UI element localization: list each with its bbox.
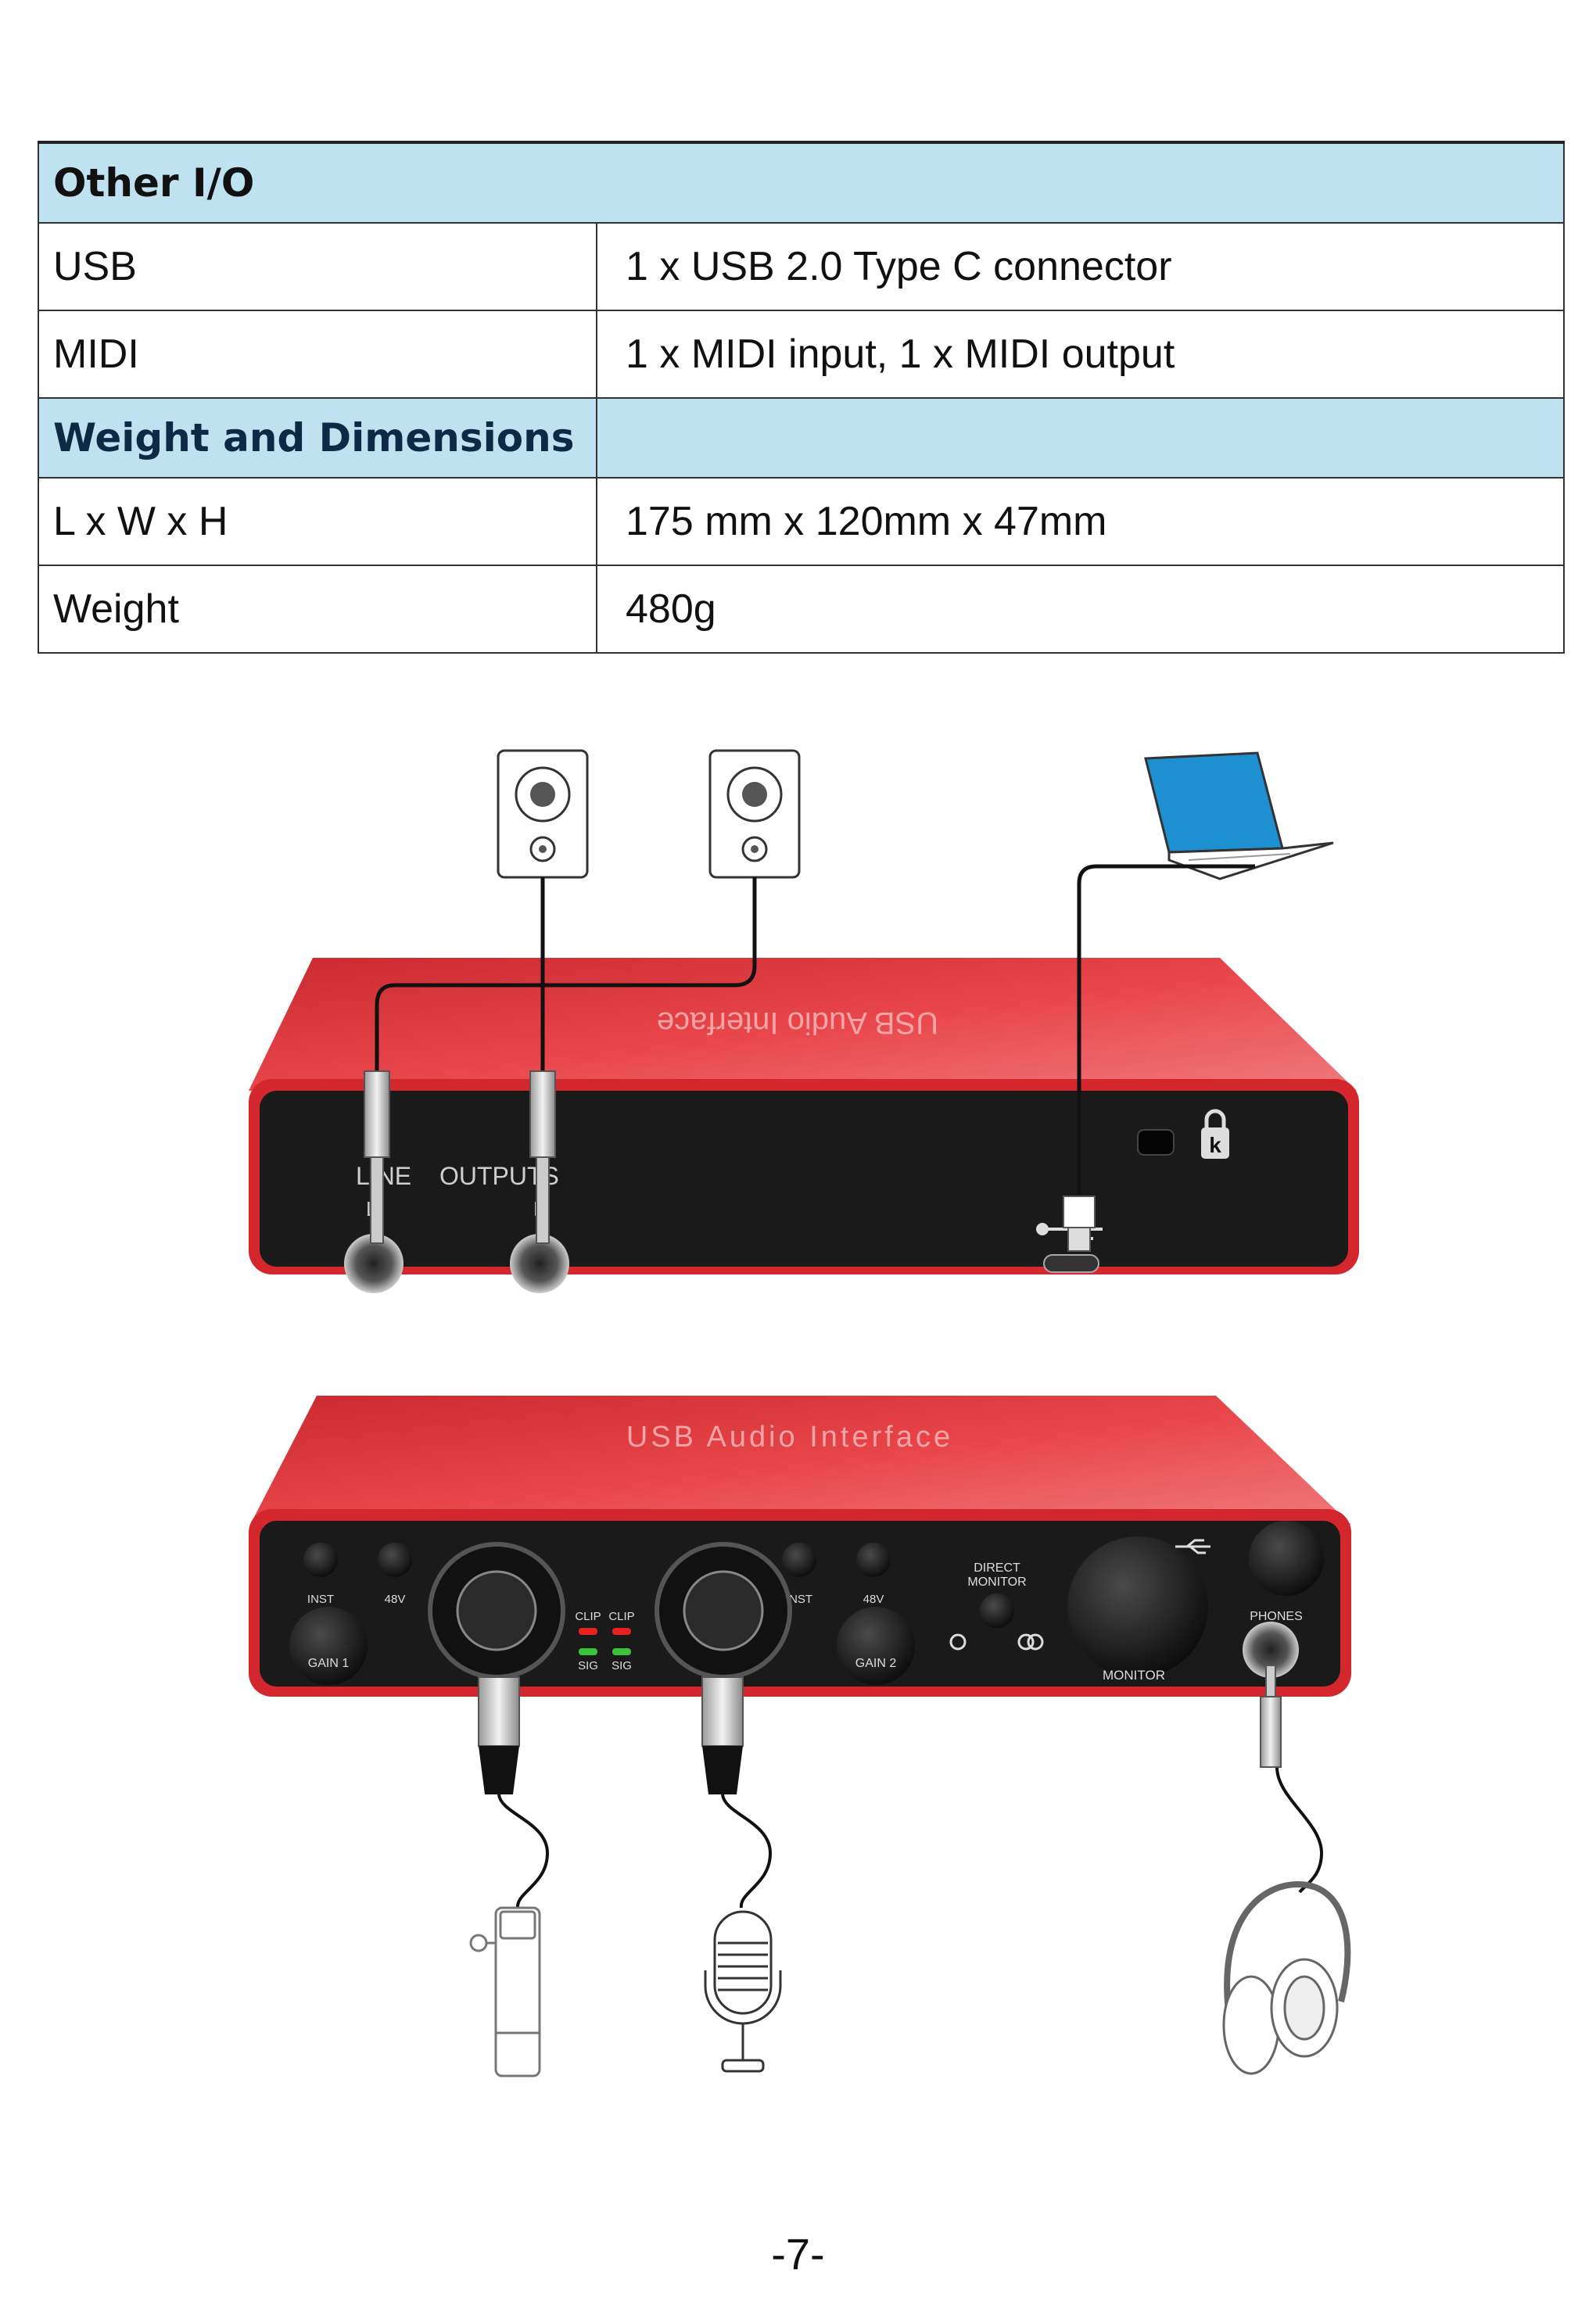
headphone-plug: [1260, 1665, 1282, 1768]
inst-button-2[interactable]: [782, 1543, 816, 1577]
monitor-label: MONITOR: [1103, 1668, 1165, 1683]
stereo-icon: [1017, 1633, 1044, 1651]
mic-cables: [497, 1766, 1324, 1909]
clip-led-2: [612, 1628, 631, 1635]
gain-1-label: GAIN 1: [308, 1657, 350, 1670]
condenser-mic-icon: [469, 1906, 541, 2077]
section-title: Other I/O: [38, 141, 1565, 224]
xlr-plug-1: [478, 1676, 520, 1794]
clip-label-2: CLIP: [608, 1610, 634, 1623]
table-row: Weight 480g: [38, 565, 1565, 654]
sig-led-2: [612, 1648, 631, 1655]
sig-label-1: SIG: [578, 1659, 598, 1672]
48v-label-1: 48V: [385, 1593, 406, 1606]
clip-label-1: CLIP: [575, 1610, 601, 1623]
kensington-slot: [1137, 1129, 1175, 1156]
kensington-lock-icon: k: [1201, 1109, 1229, 1159]
laptop-icon: [1144, 751, 1334, 880]
usb-c-port: [1043, 1254, 1099, 1273]
row-label: Weight: [38, 565, 597, 654]
section-header-other-io: Other I/O: [38, 141, 1565, 224]
table-row: MIDI 1 x MIDI input, 1 x MIDI output: [38, 310, 1565, 399]
direct-label: DIRECT: [974, 1561, 1020, 1575]
xlr-plug-2: [701, 1676, 744, 1794]
dynamic-mic-icon: [704, 1910, 782, 2073]
sig-label-2: SIG: [612, 1659, 632, 1672]
table-row: L x W x H 175 mm x 120mm x 47mm: [38, 477, 1565, 566]
gain-1-knob[interactable]: [289, 1607, 368, 1685]
page-number: -7-: [771, 2229, 825, 2278]
speaker-left-icon: [497, 749, 589, 879]
section-title: Weight and Dimensions: [38, 397, 597, 479]
back-top-print: USB Audio Interface: [657, 1006, 938, 1040]
usb-c-plug: [1063, 1196, 1096, 1252]
48v-label-2: 48V: [863, 1593, 884, 1606]
48v-button-1[interactable]: [378, 1543, 412, 1577]
section-header-empty-cell: [596, 397, 1565, 479]
headphones-icon: [1222, 1880, 1351, 2075]
sig-led-1: [579, 1648, 597, 1655]
table-row: USB 1 x USB 2.0 Type C connector: [38, 222, 1565, 311]
gain-2-label: GAIN 2: [855, 1657, 897, 1670]
inst-label-1: INST: [307, 1593, 334, 1606]
front-panel-unit: USB Audio Interface INST 48V INST 48V GA…: [249, 1396, 1351, 1697]
jack-plug-right: [529, 1070, 556, 1244]
front-top-print: USB Audio Interface: [626, 1421, 953, 1454]
direct-monitor-button[interactable]: [980, 1593, 1014, 1628]
gain-2-knob[interactable]: [837, 1607, 915, 1685]
connection-diagram: USB Audio Interface LINE OUTPUTS L R k: [249, 749, 1359, 2077]
jack-plug-left: [364, 1070, 390, 1244]
phones-label: PHONES: [1250, 1610, 1303, 1623]
row-label: MIDI: [38, 310, 597, 399]
line-out-left-jack: [344, 1234, 403, 1293]
clip-led-1: [579, 1628, 597, 1635]
section-header-weight: Weight and Dimensions: [38, 397, 1565, 479]
spec-table: Other I/O USB 1 x USB 2.0 Type C connect…: [38, 141, 1565, 654]
row-value: 1 x MIDI input, 1 x MIDI output: [596, 310, 1565, 399]
mono-icon: [949, 1633, 967, 1651]
speaker-right-icon: [708, 749, 801, 879]
row-label: L x W x H: [38, 477, 597, 566]
line-out-right-jack: [510, 1234, 569, 1293]
row-label: USB: [38, 222, 597, 311]
row-value: 480g: [596, 565, 1565, 654]
48v-button-2[interactable]: [856, 1543, 891, 1577]
inst-label-2: INST: [786, 1593, 812, 1606]
phones-level-knob[interactable]: [1249, 1521, 1324, 1596]
inst-button-1[interactable]: [303, 1543, 338, 1577]
back-panel-unit: USB Audio Interface LINE OUTPUTS L R k: [249, 958, 1359, 1293]
headphone-jack[interactable]: [1243, 1622, 1299, 1678]
monitor-knob[interactable]: [1067, 1536, 1208, 1677]
row-value: 175 mm x 120mm x 47mm: [596, 477, 1565, 566]
svg-text:k: k: [1209, 1133, 1221, 1157]
direct-monitor-label: MONITOR: [967, 1576, 1026, 1589]
row-value: 1 x USB 2.0 Type C connector: [596, 222, 1565, 311]
usb-power-icon: [1175, 1539, 1210, 1554]
